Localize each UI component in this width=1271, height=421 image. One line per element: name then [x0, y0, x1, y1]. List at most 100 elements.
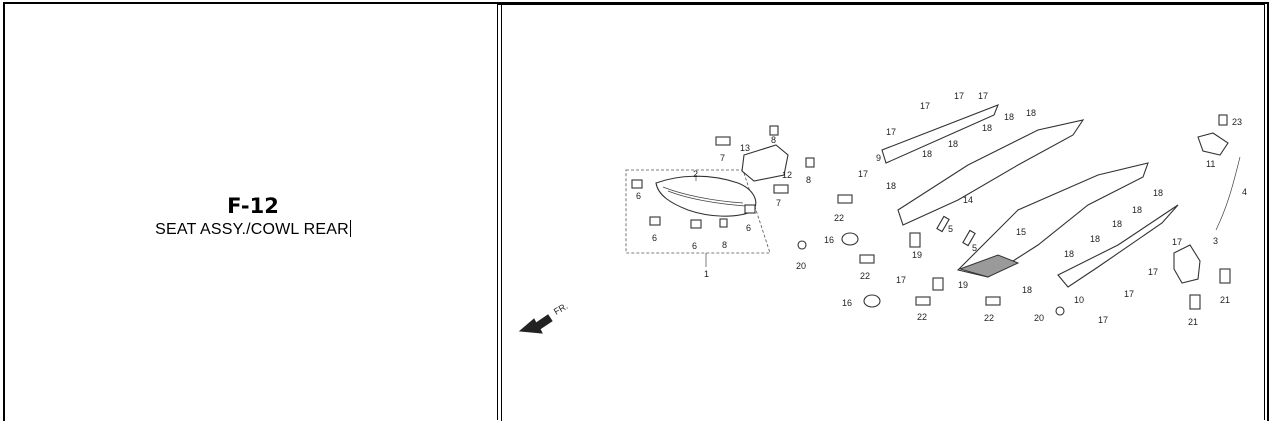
stopper-part: [773, 184, 789, 194]
callout-number: 17: [954, 91, 964, 101]
clip-part: [837, 194, 853, 204]
callout-number: 8: [771, 135, 776, 145]
stopper-part: [719, 218, 728, 228]
callout-number: 18: [886, 181, 896, 191]
callout-number: 20: [1034, 313, 1044, 323]
callout-number: 7: [776, 198, 781, 208]
exploded-diagram-frame: FR. 1 2 3 4 5 5 6 6 6 6 7 7 8 8 8 9 10 1…: [497, 4, 1265, 420]
callout-number: 16: [842, 298, 852, 308]
callout-number: 18: [1090, 234, 1100, 244]
front-direction-label: FR.: [552, 301, 570, 317]
callout-number: 11: [1206, 159, 1215, 169]
latch-part: [1197, 132, 1229, 156]
callout-number: 6: [636, 191, 641, 201]
callout-number: 8: [806, 175, 811, 185]
rear-cowl-right-part: [897, 119, 1085, 226]
strip-part: [936, 215, 950, 233]
title-panel: F-12 SEAT ASSY./COWL REAR: [5, 4, 502, 421]
callout-number: 22: [834, 213, 844, 223]
callout-number: 18: [948, 139, 958, 149]
stopper-part: [744, 204, 756, 214]
callout-number: 16: [824, 235, 834, 245]
callout-number: 18: [922, 149, 932, 159]
callout-number: 3: [1213, 236, 1218, 246]
rear-carrier-part: [741, 144, 789, 182]
seat-assembly-boundary: [625, 169, 771, 254]
callout-number: 5: [948, 224, 953, 234]
callout-number: 20: [796, 261, 806, 271]
callout-number: 1: [704, 269, 709, 279]
callout-number: 17: [896, 275, 906, 285]
lower-cowl-part: [1057, 204, 1179, 288]
callout-number: 8: [722, 240, 727, 250]
callout-number: 18: [1004, 112, 1014, 122]
washer-part: [797, 240, 807, 250]
callout-number: 19: [912, 250, 922, 260]
callout-number: 18: [1112, 219, 1122, 229]
callout-number: 17: [1124, 289, 1134, 299]
callout-number: 6: [746, 223, 751, 233]
clip-part: [915, 296, 931, 306]
grommet-part: [805, 157, 815, 168]
callout-number: 6: [692, 241, 697, 251]
callout-number: 19: [958, 280, 968, 290]
callout-number: 17: [920, 101, 930, 111]
cowl-grille: [958, 254, 1020, 278]
callout-number: 12: [782, 170, 792, 180]
exploded-parts-diagram: FR. 1 2 3 4 5 5 6 6 6 6 7 7 8 8 8 9 10 1…: [518, 91, 1247, 334]
callout-number: 18: [1153, 188, 1163, 198]
callout-number: 22: [917, 312, 927, 322]
callout-number: 22: [984, 313, 994, 323]
seat-seam: [662, 186, 744, 204]
callout-number: 15: [1016, 227, 1026, 237]
callout-number: 13: [740, 143, 750, 153]
washer-part: [1055, 306, 1065, 316]
callout-number: 17: [978, 91, 988, 101]
callout-number: 14: [963, 195, 973, 205]
callout-number: 2: [693, 169, 698, 179]
section-name: SEAT ASSY./COWL REAR: [5, 220, 501, 239]
callout-number: 5: [972, 243, 977, 253]
seat-cable: [1215, 156, 1241, 231]
callout-number: 18: [1132, 205, 1142, 215]
callout-number: 17: [1148, 267, 1158, 277]
seat-seam: [667, 190, 747, 207]
grommet-part: [769, 125, 779, 136]
stopper-part: [715, 136, 731, 146]
callout-number: 17: [1098, 315, 1108, 325]
bolt-part: [1219, 268, 1231, 284]
grommet-part: [841, 232, 859, 246]
callout-number: 23: [1232, 117, 1242, 127]
stopper-part: [649, 216, 661, 226]
side-panel-upper-part: [881, 104, 999, 164]
callout-number: 10: [1074, 295, 1084, 305]
front-direction-arrow: [518, 314, 553, 334]
clip-part: [985, 296, 1001, 306]
collar-part: [909, 232, 921, 248]
callout-number: 18: [1022, 285, 1032, 295]
bolt-part: [1218, 114, 1228, 126]
section-code: F-12: [227, 194, 279, 218]
callout-number: 18: [1064, 249, 1074, 259]
hinge-bracket-part: [1173, 244, 1201, 284]
callout-number: 4: [1242, 187, 1247, 197]
page-frame: F-12 SEAT ASSY./COWL REAR: [3, 2, 1269, 421]
seat-part: [655, 175, 757, 217]
callout-number: 22: [860, 271, 870, 281]
callout-number: 17: [858, 169, 868, 179]
stopper-part: [690, 219, 702, 229]
clip-part: [859, 254, 875, 264]
callout-number: 7: [720, 153, 725, 163]
stopper-part: [631, 179, 643, 189]
callout-number: 18: [1026, 108, 1036, 118]
section-name-text: SEAT ASSY./COWL REAR: [155, 221, 349, 238]
strip-part: [962, 229, 976, 247]
text-cursor: [349, 220, 351, 237]
callout-number: 21: [1188, 317, 1198, 327]
grommet-part: [863, 294, 881, 308]
callout-number: 21: [1220, 295, 1230, 305]
bolt-part: [1189, 294, 1201, 310]
collar-part: [932, 277, 944, 291]
callout-number: 17: [1172, 237, 1182, 247]
callout-number: 9: [876, 153, 881, 163]
